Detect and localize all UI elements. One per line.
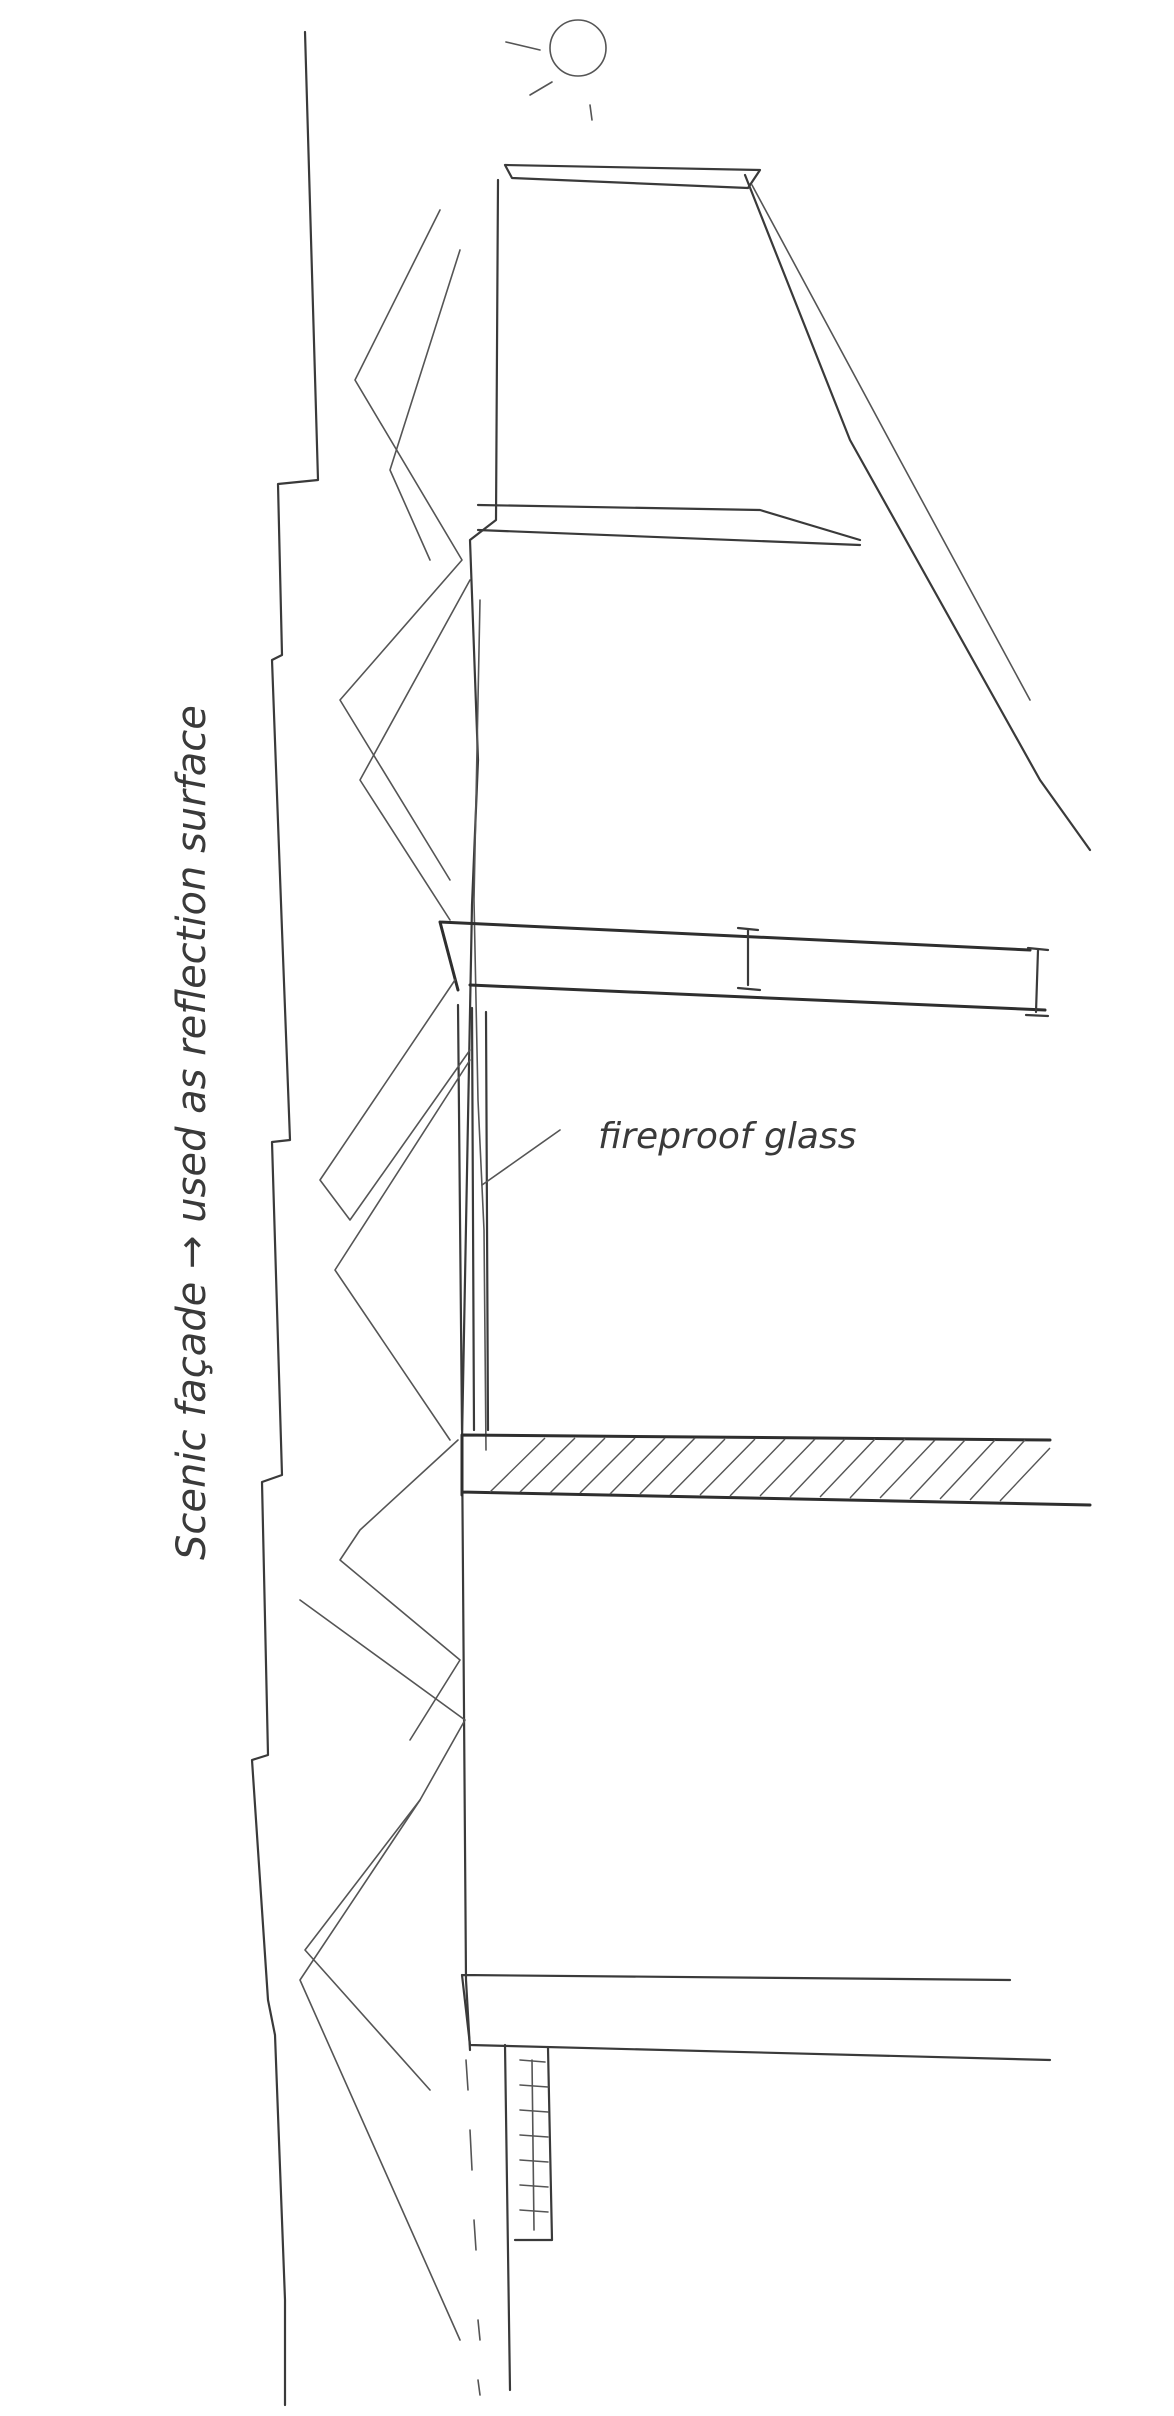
- glass-leader-line: [481, 1129, 561, 1186]
- roof-slab: [503, 163, 762, 190]
- floor-slab-3: [460, 1433, 1092, 1507]
- floor-slab-1: [476, 503, 862, 547]
- roof-slope-line: [743, 173, 1092, 852]
- floor-slab-4: [460, 1973, 1052, 2062]
- fireproof-glass-panel: [456, 1003, 490, 1432]
- scenic-facade-outline: [250, 30, 320, 2407]
- base-dashes: [465, 2059, 481, 2396]
- reflection-rays: [299, 209, 471, 2341]
- facade-inner-line: [473, 599, 487, 1451]
- floor-slab-2: [438, 920, 1047, 1012]
- side-label: Scenic façade → used as reflection surfa…: [169, 705, 215, 1560]
- slab-hatching: [489, 1437, 1051, 1502]
- beam-marker-a: [736, 926, 762, 992]
- glass-label: fireproof glass: [598, 1116, 856, 1157]
- roof-slope-line-2: [751, 184, 1031, 701]
- beam-marker-b: [1024, 946, 1050, 1018]
- base-wall: [503, 2043, 554, 2392]
- stair-detail: [519, 2059, 549, 2231]
- sun-icon: [505, 19, 607, 121]
- building-facade-line: [460, 178, 500, 2052]
